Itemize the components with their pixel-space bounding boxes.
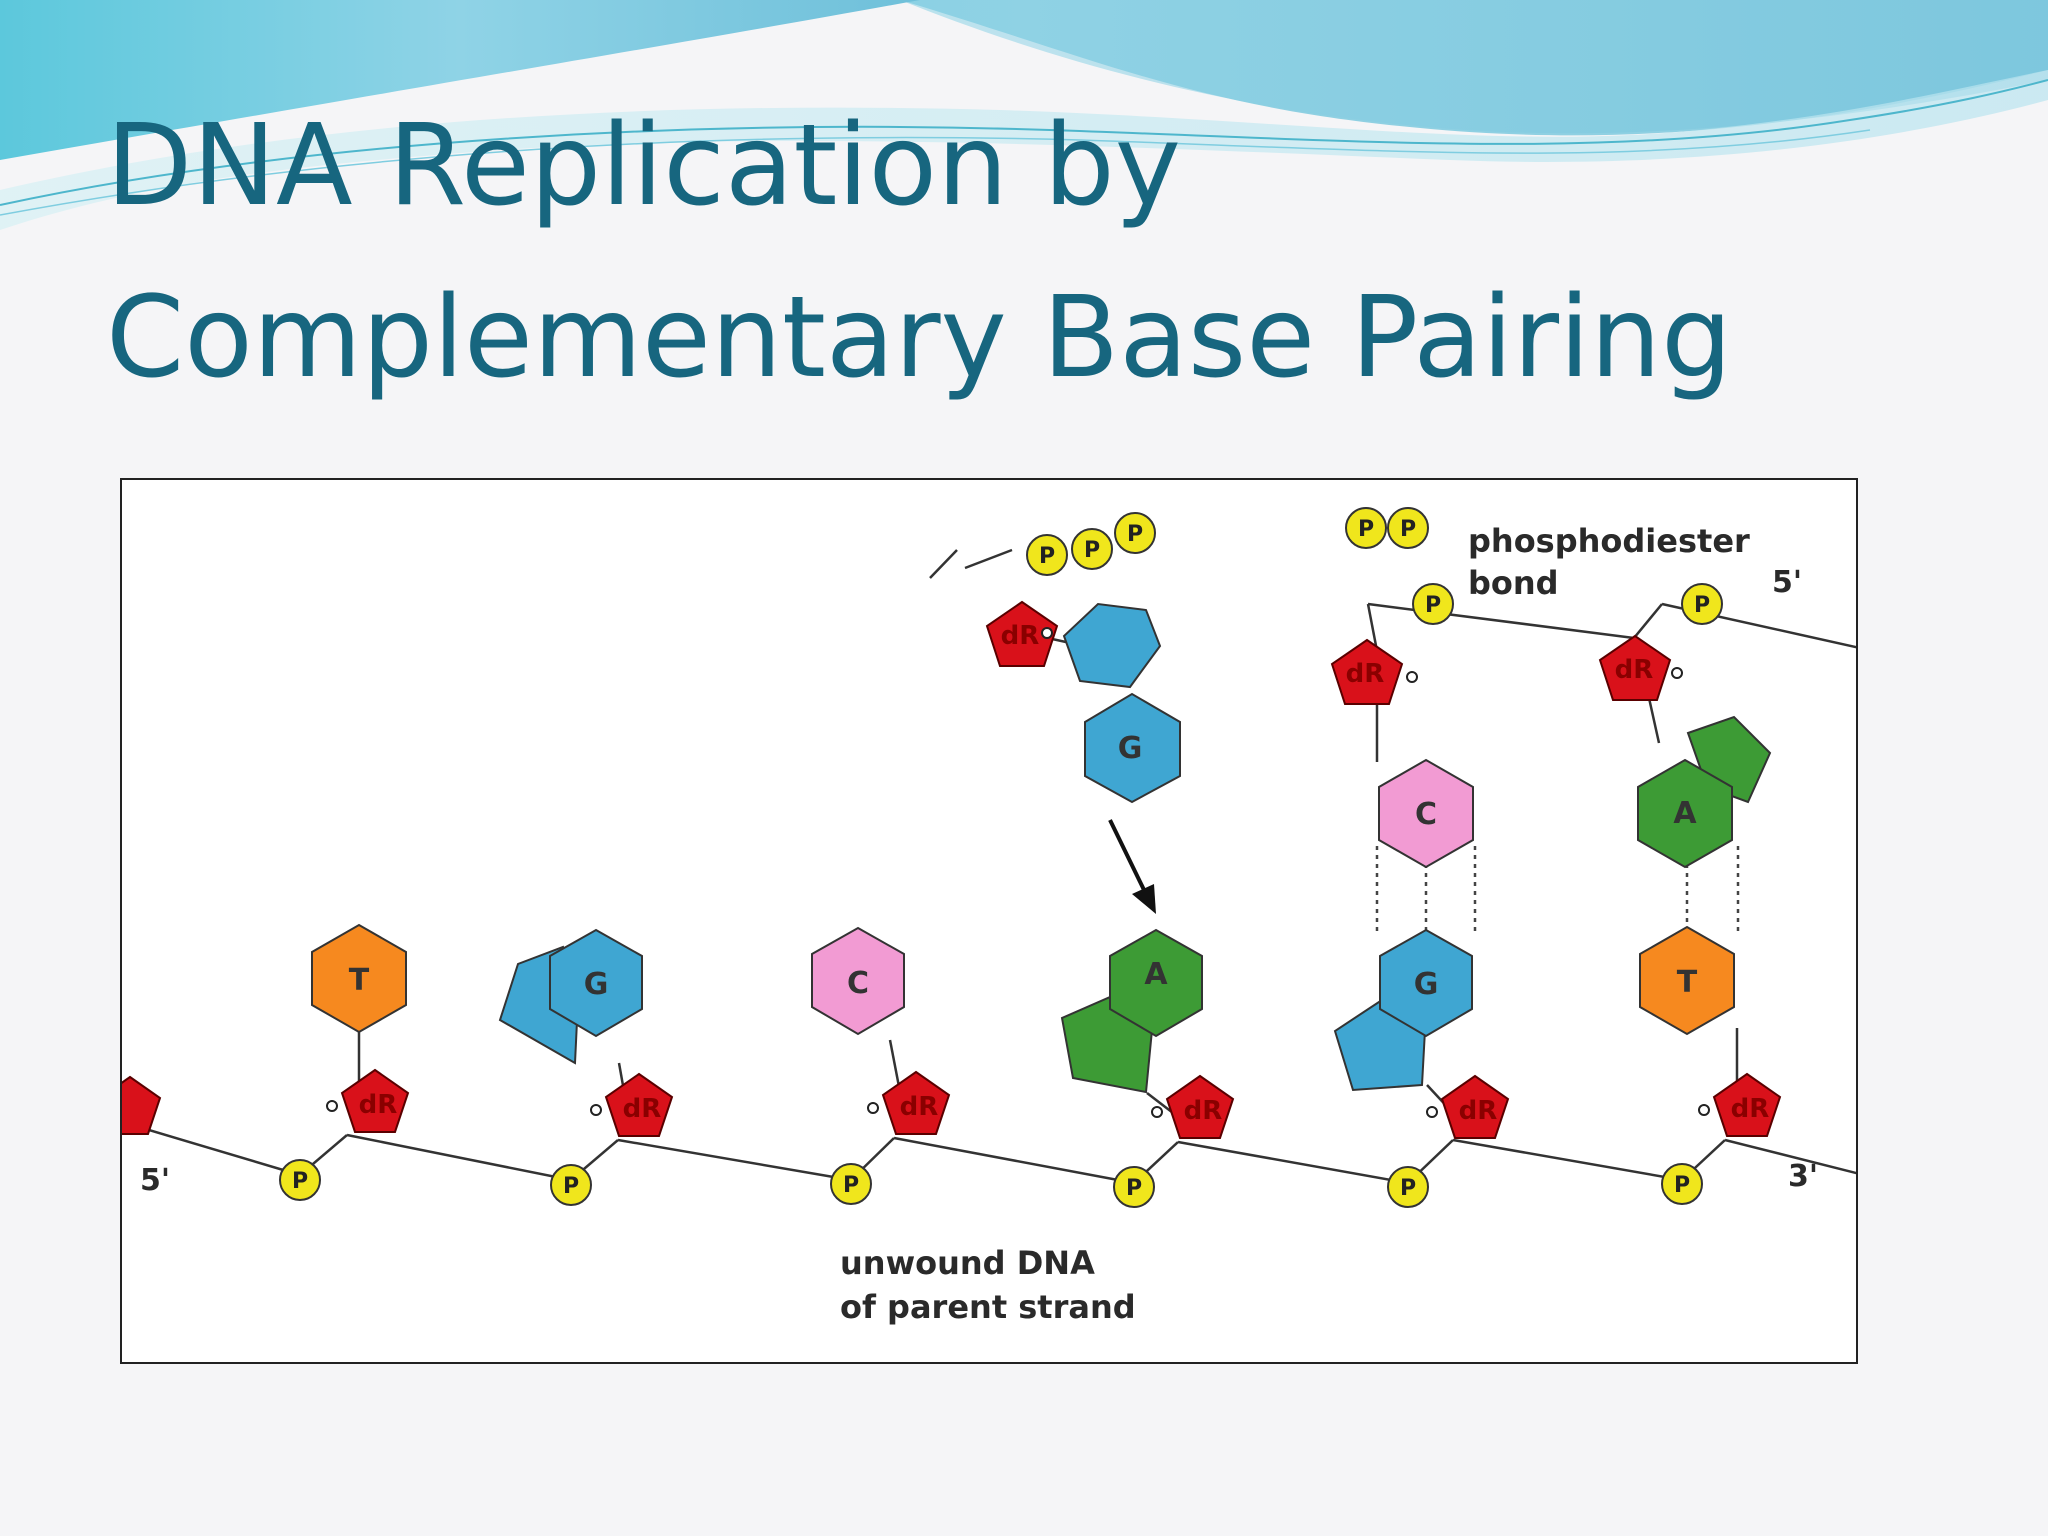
parent-base-5: G	[1333, 928, 1473, 1092]
incoming-phosphate-1	[1026, 534, 1068, 576]
svg-text:dR: dR	[359, 1090, 398, 1120]
svg-text:P: P	[1400, 1176, 1416, 1201]
svg-text:dR: dR	[623, 1094, 662, 1124]
parent-sugar-2	[604, 1072, 674, 1137]
parent-sugars	[122, 1068, 1782, 1139]
parent-phosphates: P P P P P P	[279, 1159, 1703, 1208]
parent-base-2: G	[498, 928, 643, 1065]
parent-base-3: C	[811, 926, 905, 1036]
parent-sugar-6	[1712, 1072, 1782, 1137]
svg-text:P: P	[1400, 517, 1416, 542]
incoming-arrow	[1108, 819, 1156, 914]
svg-text:dR: dR	[1001, 621, 1040, 651]
parent-sugar-1	[340, 1068, 410, 1133]
svg-text:P: P	[1084, 538, 1100, 563]
header-wave-decoration	[0, 0, 2048, 230]
hydrogen-bonds	[1375, 846, 1740, 935]
svg-text:P: P	[1126, 1176, 1142, 1201]
dna-replication-figure: T G C A G T	[120, 478, 1858, 1364]
parent-base-1-label: T	[349, 963, 370, 998]
dna-replication-diagram: T G C A G T	[122, 507, 1856, 1326]
svg-text:P: P	[563, 1174, 579, 1199]
svg-text:P: P	[1127, 522, 1143, 547]
parent-sugar-labels: dR dR dR dR dR dR	[359, 1090, 1770, 1126]
released-pyrophosphate: P P	[1345, 507, 1429, 549]
parent-base-4-label: A	[1144, 957, 1168, 992]
new-strand-base-2-label: A	[1673, 796, 1697, 831]
new-strand-5prime-label: 5'	[1772, 565, 1802, 600]
incoming-phosphate-2	[1071, 528, 1113, 570]
svg-text:dR: dR	[1346, 659, 1385, 689]
phosphodiester-label-line-2: bond	[1468, 564, 1559, 602]
incoming-phosphate-3	[1114, 512, 1156, 554]
svg-text:P: P	[1674, 1173, 1690, 1198]
parent-base-4: A	[1060, 928, 1203, 1094]
hydroxyl-dots	[326, 627, 1710, 1118]
new-strand-nucleotide-2: P dR A	[1598, 583, 1772, 869]
svg-text:dR: dR	[900, 1092, 939, 1122]
parent-5prime-label: 5'	[140, 1163, 170, 1198]
phosphodiester-label-line-1: phosphodiester	[1468, 522, 1750, 560]
unwound-label-line-1: unwound DNA	[840, 1244, 1095, 1282]
parent-3prime-label: 3'	[1788, 1159, 1818, 1194]
svg-text:P: P	[292, 1169, 308, 1194]
svg-text:dR: dR	[1184, 1096, 1223, 1126]
parent-sugar-5	[1440, 1074, 1510, 1139]
parent-base-6: T	[1639, 925, 1735, 1036]
incoming-nucleotide: G dR P P P	[985, 512, 1181, 804]
parent-sugar-3	[881, 1070, 951, 1135]
new-strand-base-1-label: C	[1415, 797, 1437, 832]
parent-base-2-label: G	[584, 967, 609, 1002]
svg-text:P: P	[1039, 544, 1055, 569]
parent-base-3-label: C	[847, 966, 869, 1001]
slide-title-line-2: Complementary Base Pairing	[106, 273, 1733, 403]
svg-text:P: P	[1358, 517, 1374, 542]
svg-text:dR: dR	[1615, 655, 1654, 685]
parent-sugar-4	[1165, 1074, 1235, 1139]
parent-base-6-label: T	[1677, 965, 1698, 1000]
unwound-label-line-2: of parent strand	[840, 1288, 1136, 1326]
slide-title-line-1: DNA Replication by	[106, 101, 1181, 231]
svg-text:P: P	[1694, 593, 1710, 618]
svg-text:P: P	[843, 1173, 859, 1198]
incoming-base-label: G	[1118, 731, 1143, 766]
parent-base-5-label: G	[1414, 967, 1439, 1002]
parent-base-1: T	[311, 923, 407, 1034]
svg-text:dR: dR	[1731, 1094, 1770, 1124]
svg-text:dR: dR	[1459, 1096, 1498, 1126]
svg-text:P: P	[1425, 593, 1441, 618]
incoming-sugar	[985, 600, 1059, 667]
new-strand-nucleotide-1: P dR C	[1330, 583, 1474, 869]
